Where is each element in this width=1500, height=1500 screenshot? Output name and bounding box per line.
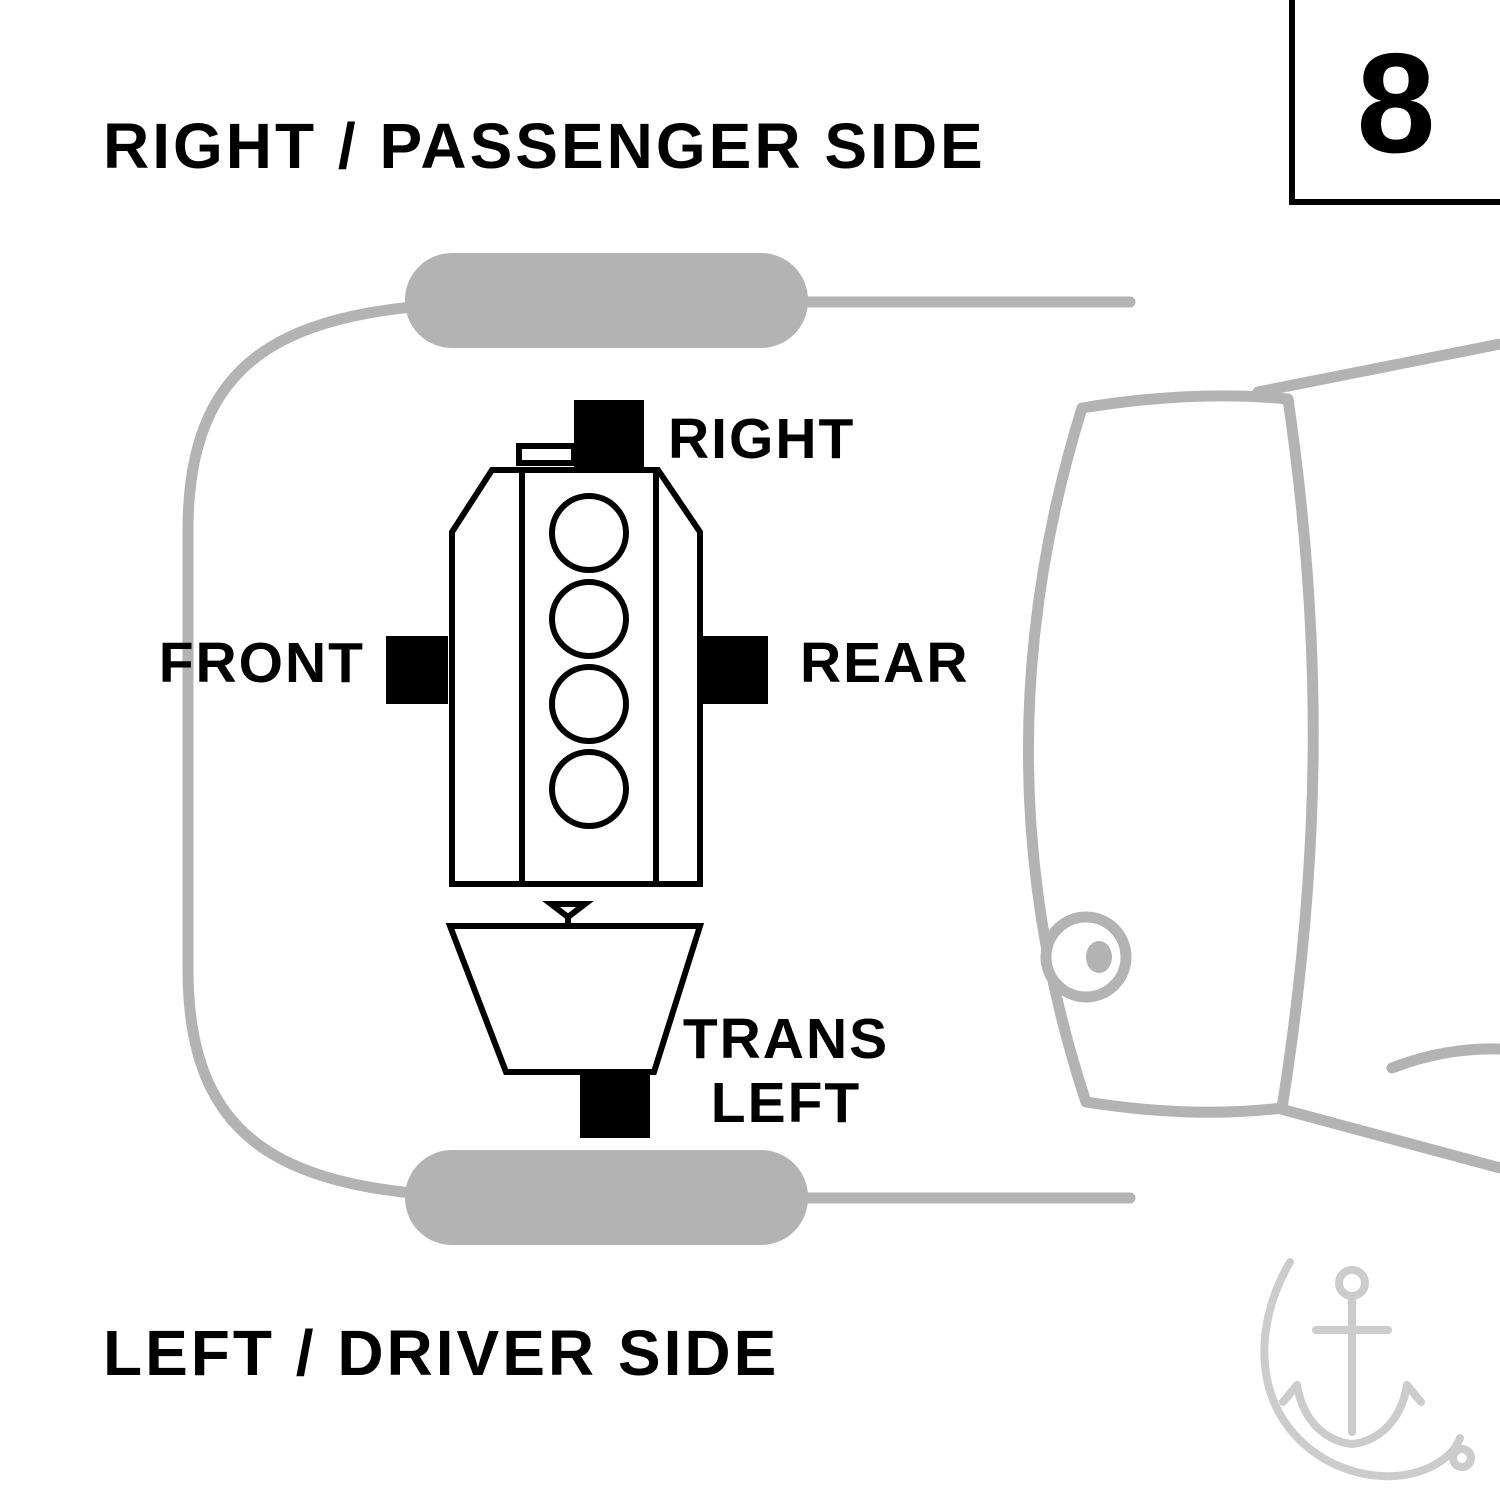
tire-top [405, 253, 808, 348]
bottom-side-label: LEFT / DRIVER SIDE [103, 1317, 779, 1389]
label-trans-left-line1: TRANS [683, 1007, 889, 1071]
hood-line-bottom [1249, 1096, 1500, 1174]
transmission-outline [445, 923, 705, 1075]
anchor-logo-icon [1260, 1258, 1475, 1481]
page-number-frame [1289, 0, 1500, 205]
cylinder-1 [549, 493, 629, 573]
cylinder-3 [549, 664, 629, 744]
cylinder-4 [549, 749, 629, 829]
anchor-swoosh [1260, 1258, 1464, 1481]
transmission [445, 901, 705, 1075]
anchor-swoosh-dot [1449, 1445, 1475, 1471]
fuel-cap-dot [1086, 941, 1112, 973]
car-rear-curve [182, 296, 506, 1204]
mount-right-bracket [516, 443, 577, 466]
page-number: 8 [1357, 24, 1436, 183]
label-trans-left-line2: LEFT [711, 1071, 861, 1135]
mount-right [574, 400, 644, 468]
top-side-label: RIGHT / PASSENGER SIDE [103, 110, 986, 182]
windshield-outline [1023, 390, 1319, 1118]
anchor-flukes [1279, 1381, 1425, 1406]
mount-rear [702, 636, 768, 704]
label-front-mount: FRONT [159, 631, 365, 695]
hood-line-top [1252, 338, 1500, 398]
front-fender-arc [1386, 1043, 1500, 1074]
label-rear-mount: REAR [800, 631, 970, 695]
transmission-funnel [542, 901, 594, 921]
cylinder-2 [549, 579, 629, 659]
mount-front [386, 636, 448, 704]
label-right-mount: RIGHT [668, 407, 855, 471]
tire-bottom [405, 1150, 808, 1245]
car-body-outline [182, 253, 1500, 1245]
page-number-box: 8 [1289, 0, 1500, 205]
engine-block [449, 467, 703, 887]
mount-trans-left [580, 1072, 650, 1138]
anchor-arms [1293, 1381, 1411, 1448]
